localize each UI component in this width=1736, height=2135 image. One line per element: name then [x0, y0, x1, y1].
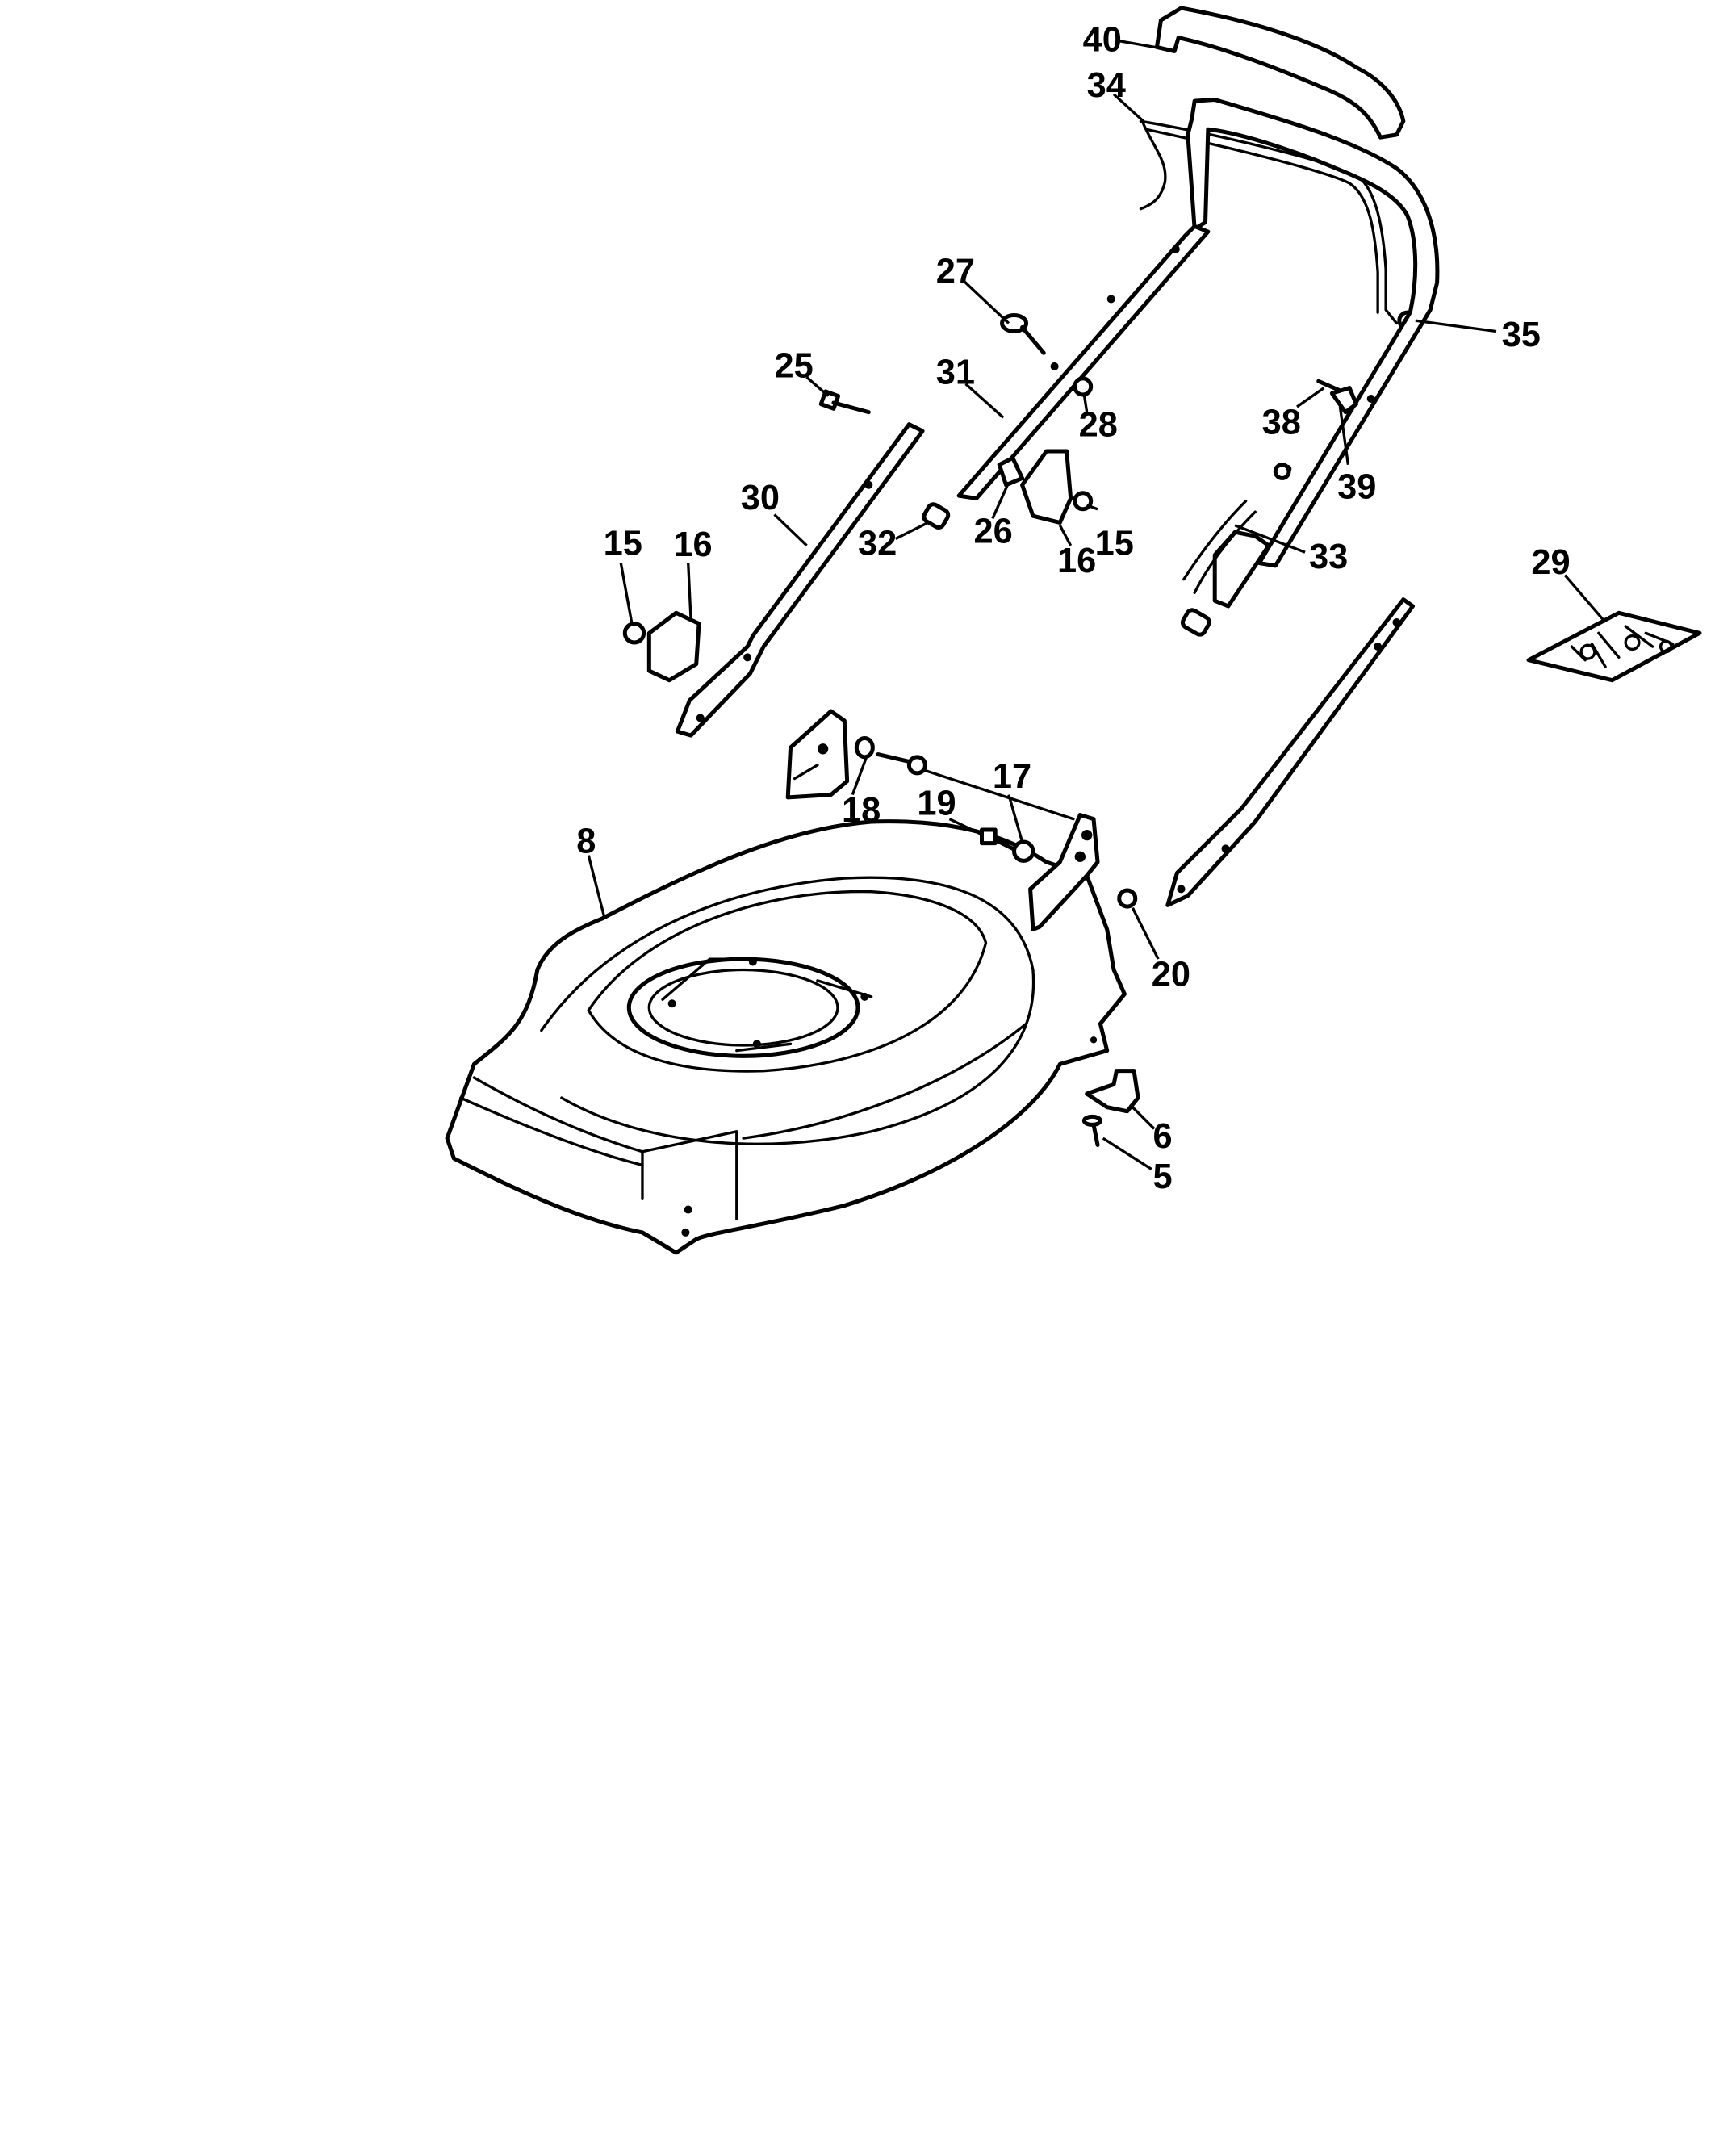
callout-40: 40 [1083, 20, 1122, 59]
callout-29: 29 [1531, 543, 1570, 582]
knob-16-right [1020, 449, 1073, 525]
knob-16-left [646, 610, 701, 683]
cable-loop [1139, 119, 1418, 331]
upper-handle [1154, 6, 1406, 140]
callout-30: 30 [741, 479, 780, 517]
callout-27: 27 [936, 252, 975, 291]
callout-16-left: 16 [673, 525, 712, 564]
part-26 [997, 455, 1025, 488]
callout-18: 18 [842, 791, 881, 830]
lower-arm-right [1165, 597, 1416, 907]
callout-32: 32 [858, 525, 897, 563]
bolt-18 [876, 752, 927, 776]
washer-18 [854, 735, 875, 760]
mower-deck [445, 709, 1127, 1255]
callout-31: 31 [936, 354, 975, 392]
callout-39: 39 [1337, 467, 1376, 506]
callout-5: 5 [1152, 1158, 1172, 1196]
callout-8: 8 [576, 822, 596, 860]
callout-35: 35 [1502, 316, 1541, 354]
screw-5 [1081, 1114, 1102, 1147]
callout-26: 26 [973, 513, 1012, 551]
main-handle-frame [956, 97, 1440, 637]
callout-28: 28 [1079, 406, 1118, 445]
nut-17 [1012, 839, 1035, 863]
callout-15-right: 15 [1095, 525, 1134, 563]
plug-32 [922, 502, 951, 530]
callout-6: 6 [1152, 1117, 1172, 1156]
lower-arm-left [675, 422, 925, 738]
pin-27 [1000, 312, 1046, 355]
clamp-6 [1085, 1069, 1140, 1114]
callout-20: 20 [1152, 956, 1190, 994]
nut-20 [1117, 888, 1138, 909]
nut-28 [1073, 376, 1094, 397]
callout-34: 34 [1087, 66, 1126, 105]
callout-labels: 40 34 27 35 25 31 28 38 39 30 32 26 16 1… [576, 20, 1570, 1195]
callout-38: 38 [1262, 403, 1301, 442]
leader-lines [587, 39, 1607, 1170]
bolt-25 [818, 389, 871, 415]
callout-15-left: 15 [604, 525, 642, 563]
callout-19: 19 [917, 785, 956, 823]
bolt-19 [980, 827, 1015, 851]
clip-38-39 [1316, 379, 1358, 415]
callout-16-right: 16 [1057, 542, 1096, 580]
callout-25: 25 [775, 346, 814, 385]
callout-33: 33 [1309, 538, 1348, 576]
parts-bag-29 [1526, 610, 1702, 683]
nut-15-left [622, 622, 646, 645]
callout-17: 17 [993, 757, 1031, 796]
